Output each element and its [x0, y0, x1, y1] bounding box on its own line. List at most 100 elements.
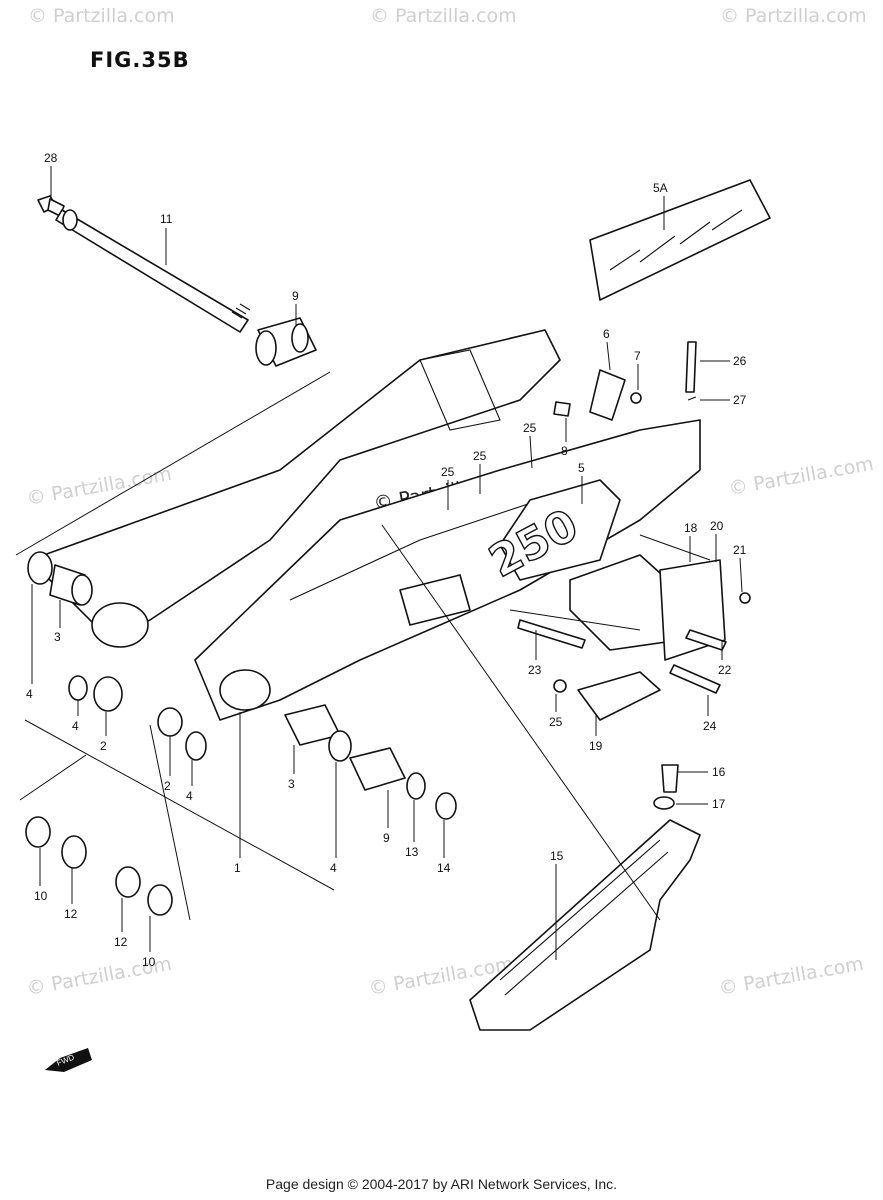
svg-text:24: 24 [703, 719, 717, 733]
svg-text:10: 10 [34, 889, 48, 903]
callout: 26 [700, 354, 747, 368]
callout: 23 [528, 630, 542, 677]
svg-text:15: 15 [550, 849, 564, 863]
callout: 8 [561, 418, 568, 458]
svg-text:19: 19 [589, 739, 603, 753]
svg-text:18: 18 [684, 521, 698, 535]
svg-text:4: 4 [186, 789, 193, 803]
callout: 9 [383, 790, 390, 845]
callout: 5 [578, 461, 585, 504]
svg-text:2: 2 [164, 779, 171, 793]
fwd-arrow: FWD [45, 1048, 92, 1072]
svg-text:10: 10 [142, 955, 156, 969]
callout: 21 [733, 543, 747, 593]
svg-text:6: 6 [603, 327, 610, 341]
callout: 28 [44, 151, 58, 198]
callout: 12 [114, 898, 128, 949]
callout: 10 [34, 848, 48, 903]
callout: 14 [437, 820, 451, 875]
callout: 4 [186, 760, 193, 803]
callout: 25 [473, 449, 487, 494]
svg-text:22: 22 [718, 663, 732, 677]
svg-text:28: 28 [44, 151, 58, 165]
svg-text:25: 25 [549, 715, 563, 729]
callout: 4 [26, 584, 33, 701]
svg-text:11: 11 [160, 212, 173, 226]
svg-text:23: 23 [528, 663, 542, 677]
watermark: © Partzilla.com [25, 463, 173, 510]
page-footer: Page design © 2004-2017 by ARI Network S… [265, 1176, 618, 1192]
callout: 16 [678, 765, 726, 779]
svg-text:27: 27 [733, 393, 747, 407]
swingarm [29, 329, 701, 721]
callout: 27 [700, 393, 747, 407]
svg-text:5A: 5A [653, 181, 668, 195]
callout: 10 [142, 916, 156, 969]
chain-guide-bracket [553, 341, 697, 421]
callout: 19 [589, 714, 603, 753]
svg-text:25: 25 [473, 449, 487, 463]
callout: 6 [603, 327, 611, 371]
svg-text:4: 4 [330, 861, 337, 875]
callout: 22 [718, 640, 732, 677]
svg-text:7: 7 [634, 349, 641, 363]
leader-lines [15, 371, 711, 921]
callout-labels: 28 11 9 5A 6 7 26 27 8 25 25 25 5 18 20 … [26, 151, 747, 969]
callout: 12 [64, 868, 78, 921]
callout: 3 [288, 745, 295, 791]
callout: 25 [549, 694, 563, 729]
callout: 4 [72, 700, 79, 733]
svg-text:16: 16 [712, 765, 726, 779]
callout: 25 [441, 465, 455, 510]
svg-text:12: 12 [114, 935, 128, 949]
callout: 18 [684, 521, 698, 562]
bushings-left [25, 551, 207, 916]
callout: 17 [676, 797, 726, 811]
svg-text:3: 3 [288, 777, 295, 791]
svg-text:21: 21 [733, 543, 747, 557]
watermark: © Partzilla.com [727, 453, 875, 500]
svg-text:12: 12 [64, 907, 78, 921]
callout: 1 [234, 712, 241, 875]
svg-text:13: 13 [405, 845, 419, 859]
svg-text:26: 26 [733, 354, 747, 368]
svg-text:25: 25 [441, 465, 455, 479]
svg-text:4: 4 [72, 719, 79, 733]
callout: 25 [523, 421, 537, 469]
pivot-shaft-assembly [37, 195, 317, 367]
callout: 24 [703, 695, 717, 733]
callout: 3 [54, 600, 61, 644]
svg-text:1: 1 [234, 861, 241, 875]
svg-text:14: 14 [437, 861, 451, 875]
svg-text:17: 17 [712, 797, 726, 811]
svg-text:4: 4 [26, 687, 33, 701]
svg-text:3: 3 [54, 630, 61, 644]
callout: 5A [653, 181, 668, 230]
bushings-center [284, 704, 457, 820]
figure-title: FIG.35B [90, 48, 190, 72]
watermark: © Partzilla.com [370, 5, 517, 27]
svg-text:9: 9 [292, 289, 299, 303]
svg-text:5: 5 [578, 461, 585, 475]
watermark: © Partzilla.com [720, 5, 867, 27]
watermark: © Partzilla.com [28, 5, 175, 27]
callout: 13 [405, 800, 419, 859]
callout: 20 [710, 519, 724, 562]
shock-link-bracket [517, 554, 751, 721]
svg-text:8: 8 [561, 444, 568, 458]
svg-text:2: 2 [100, 739, 107, 753]
svg-text:25: 25 [523, 421, 537, 435]
callout: 7 [634, 349, 641, 390]
callout: 4 [330, 762, 337, 875]
chain-slider [469, 764, 701, 1031]
callout: 11 [160, 212, 173, 265]
callout: 2 [164, 736, 171, 793]
decal-5a [589, 179, 771, 301]
callout: 15 [550, 849, 564, 960]
callout: 9 [292, 289, 299, 325]
watermark: © Partzilla.com [717, 953, 865, 1000]
callout: 2 [100, 712, 107, 753]
svg-text:9: 9 [383, 831, 390, 845]
svg-text:20: 20 [710, 519, 724, 533]
